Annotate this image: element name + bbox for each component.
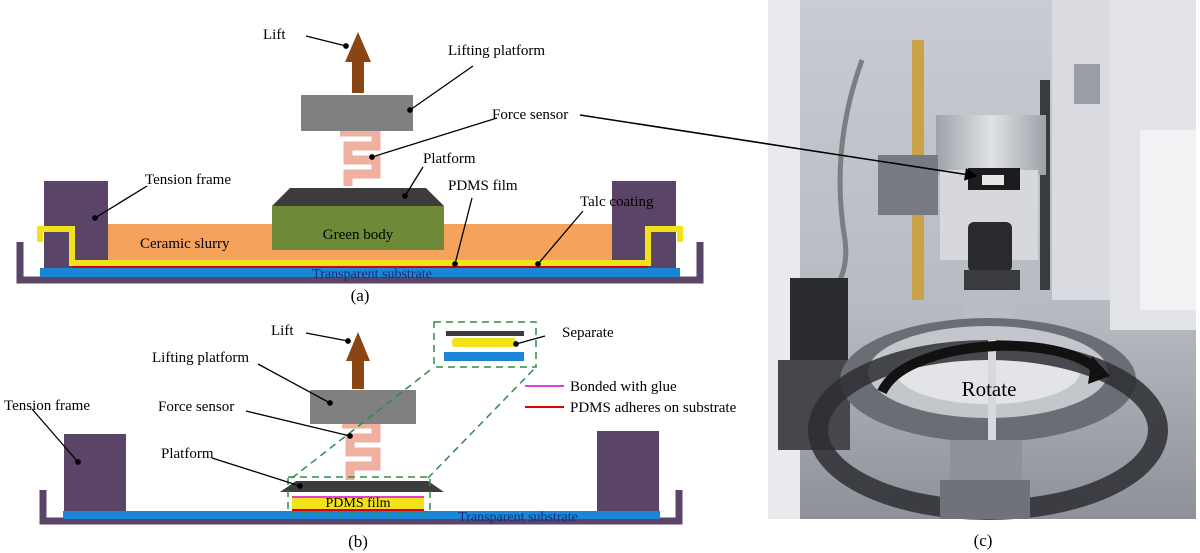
panel-b: Bonded with glue PDMS adheres on substra…	[4, 321, 737, 551]
caption-b: (b)	[348, 532, 368, 551]
caption-a: (a)	[351, 286, 370, 305]
platform-b	[280, 481, 444, 492]
inset-box	[433, 321, 537, 368]
label-green-body: Green body	[323, 227, 394, 243]
transparent-substrate-b	[63, 511, 660, 519]
green-body	[272, 206, 444, 250]
panel-c-photo: Rotate (c)	[768, 0, 1196, 550]
label-ceramic-slurry: Ceramic slurry	[140, 236, 230, 252]
label-platform-a: Platform	[423, 151, 476, 167]
label-transparent-substrate-b: Transparent substrate	[458, 510, 578, 525]
tension-frame-right-b	[597, 431, 659, 516]
lifting-platform-b	[310, 390, 416, 424]
legend-label-adhere: PDMS adheres on substrate	[570, 400, 737, 416]
lift-arrow-b	[346, 332, 370, 389]
selection-box	[287, 476, 431, 514]
force-sensor-spring-b	[342, 419, 381, 480]
label-pdms-film-a: PDMS film	[448, 178, 518, 194]
label-lift-b: Lift	[271, 323, 294, 339]
label-force-sensor-b: Force sensor	[158, 399, 234, 415]
force-sensor-spring	[340, 127, 381, 186]
panel-a: Lift Lifting platform Force sensor Platf…	[16, 27, 704, 305]
label-talc-coating: Talc coating	[580, 194, 654, 210]
lift-arrow	[345, 32, 371, 93]
label-pdms-film-b: PDMS film	[326, 496, 391, 511]
tension-frame-left-b	[64, 434, 126, 516]
legend-label-glue: Bonded with glue	[570, 379, 677, 395]
rotate-arrow	[877, 340, 1104, 395]
label-tension-frame-b: Tension frame	[4, 398, 90, 414]
label-lift-a: Lift	[263, 27, 286, 43]
inset-pdms	[452, 338, 516, 347]
label-lifting-platform-b: Lifting platform	[152, 350, 249, 366]
force-sensor-leader	[579, 114, 978, 181]
lifting-platform	[301, 95, 413, 131]
pdms-film-b	[292, 497, 424, 510]
caption-c: (c)	[974, 531, 993, 550]
label-platform-b: Platform	[161, 446, 214, 462]
label-force-sensor-a: Force sensor	[492, 107, 568, 123]
label-tension-frame-a: Tension frame	[145, 172, 231, 188]
transparent-substrate	[40, 268, 680, 277]
base-tray-b	[39, 490, 683, 525]
inset-substrate	[444, 352, 524, 361]
label-transparent-substrate-a: Transparent substrate	[312, 267, 432, 282]
inset-platform	[446, 331, 524, 336]
base-tray	[16, 242, 704, 284]
label-rotate: Rotate	[962, 377, 1017, 401]
label-lifting-platform-a: Lifting platform	[448, 43, 545, 59]
platform	[272, 188, 444, 206]
label-separate: Separate	[562, 325, 614, 341]
talc-coating-layer	[37, 226, 683, 266]
